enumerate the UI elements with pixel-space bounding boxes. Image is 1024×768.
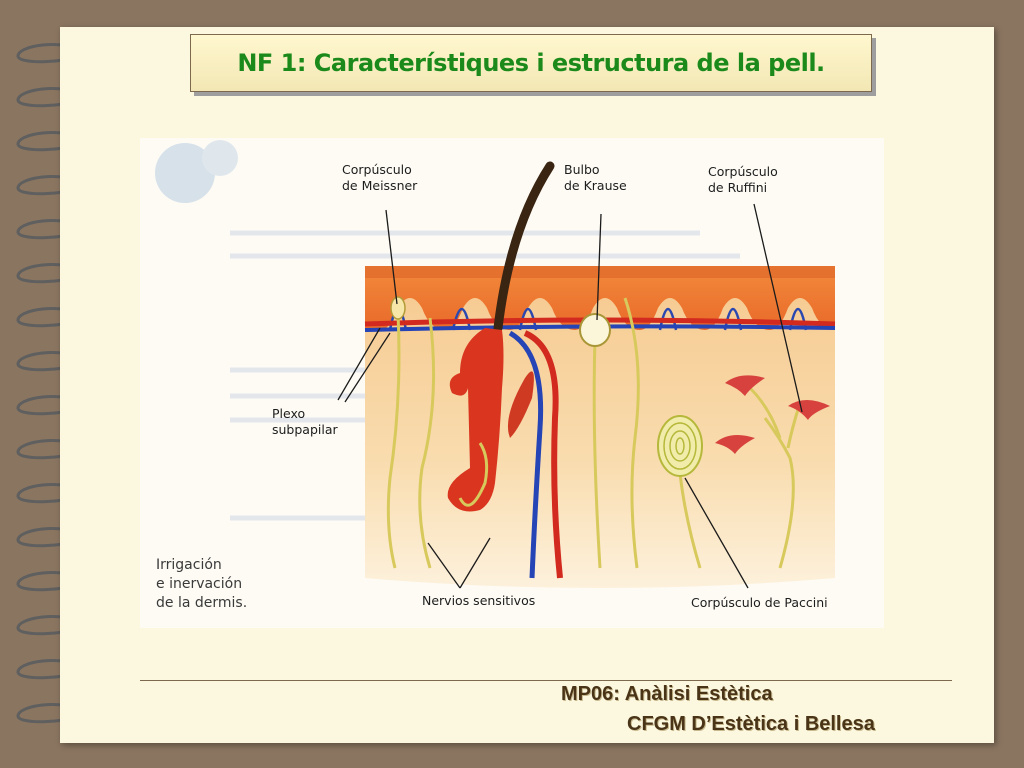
hair-shaft — [493, 161, 555, 333]
label-ruffini: Corpúsculo de Ruffini — [708, 164, 778, 196]
label-ruffini-line2: de Ruffini — [708, 180, 768, 195]
footer-course: CFGM D’Estètica i Bellesa — [627, 713, 875, 735]
slide-title: NF 1: Característiques i estructura de l… — [237, 49, 825, 77]
label-plexo-line2: subpapilar — [272, 422, 338, 437]
skin-diagram: Corpúsculo de Meissner Bulbo de Krause C… — [140, 138, 884, 628]
figure-caption: Irrigación e inervación de la dermis. — [156, 556, 247, 613]
label-meissner-line2: de Meissner — [342, 178, 418, 193]
label-nervios: Nervios sensitivos — [422, 593, 536, 608]
label-plexo-line1: Plexo — [272, 406, 306, 421]
title-box: NF 1: Característiques i estructura de l… — [190, 34, 872, 92]
label-ruffini-line1: Corpúsculo — [708, 164, 778, 179]
footer-divider — [140, 680, 952, 681]
label-plexo: Plexo subpapilar — [272, 406, 338, 438]
sensory-nerves — [386, 297, 802, 569]
label-meissner-line1: Corpúsculo — [342, 162, 412, 177]
caption-line2: e inervación — [156, 576, 243, 592]
epidermis-layer — [365, 266, 835, 330]
footer-module: MP06: Anàlisi Estètica — [561, 683, 773, 705]
leader-lines — [337, 203, 803, 589]
caption-line1: Irrigación — [156, 557, 222, 573]
skin-illustration — [155, 140, 836, 589]
paccini-corpuscle — [657, 415, 703, 477]
epidermis-top — [365, 266, 835, 278]
label-meissner: Corpúsculo de Meissner — [342, 162, 417, 194]
arrector-pili-muscle — [507, 371, 534, 438]
ruffini-corpuscles — [715, 375, 830, 454]
caption-line3: de la dermis. — [156, 595, 248, 611]
deep-vein — [508, 330, 544, 579]
hair-follicle — [447, 328, 504, 512]
krause-bulb — [579, 313, 611, 347]
deep-artery — [523, 330, 563, 579]
label-krause-line1: Bulbo — [564, 162, 600, 177]
faded-corner-image — [155, 140, 238, 203]
label-paccini: Corpúsculo de Paccini — [691, 595, 828, 610]
label-krause-line2: de Krause — [564, 178, 627, 193]
meissner-corpuscle — [390, 296, 406, 320]
label-krause: Bulbo de Krause — [564, 162, 627, 194]
